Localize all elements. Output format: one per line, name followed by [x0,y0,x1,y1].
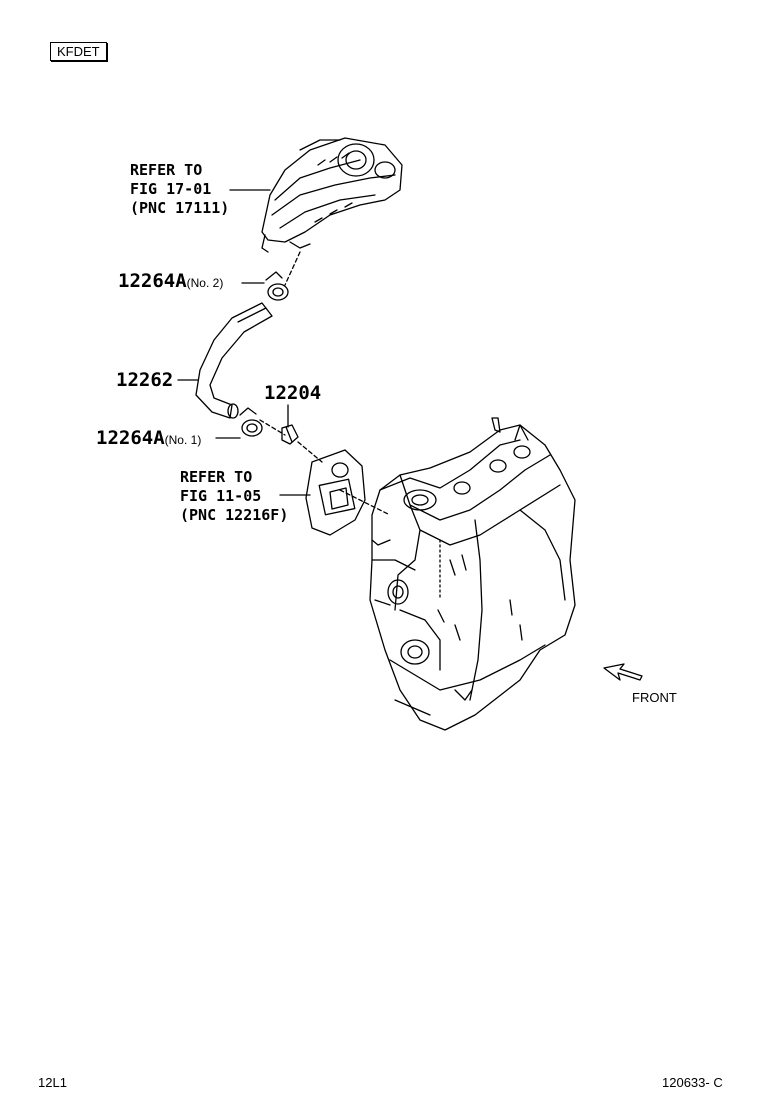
reference-line: REFER TO [130,161,203,179]
part-number: 12204 [264,382,322,404]
front-label: FRONT [632,690,677,705]
part-number: 12262 [116,369,174,391]
engine-code-label: KFDET [50,42,107,61]
part-label-pcv-valve: 12204 [264,382,321,404]
reference-line: FIG 11-05 [180,487,262,505]
reference-line: FIG 17-01 [130,180,212,198]
part-number: 12264A [96,427,165,449]
pcv-valve-drawing [281,424,299,445]
part-label-clamp-no1: 12264A(No. 1) [96,427,201,449]
manifold-reference: REFER TO FIG 17-01 (PNC 17111) [130,161,229,218]
reference-line: (PNC 12216F) [180,506,289,524]
intake-manifold-drawing [261,137,403,253]
part-note: (No. 2) [186,276,224,290]
part-label-clamp-no2: 12264A(No. 2) [118,270,223,292]
clamp-no2-drawing [265,271,289,301]
clamp-no1-drawing [239,407,263,437]
part-note: (No. 1) [164,433,202,447]
part-label-hose: 12262 [116,369,173,391]
reference-line: (PNC 17111) [130,199,230,217]
reference-line: REFER TO [180,468,253,486]
part-number: 12264A [118,270,187,292]
footer-right-code: 120633- C [662,1075,723,1090]
hose-drawing [195,302,273,419]
front-arrow-icon [603,663,643,681]
cover-plate-reference: REFER TO FIG 11-05 (PNC 12216F) [180,468,288,525]
cover-plate-drawing [305,449,366,536]
footer-left-code: 12L1 [38,1075,67,1090]
engine-drawing [369,417,576,731]
